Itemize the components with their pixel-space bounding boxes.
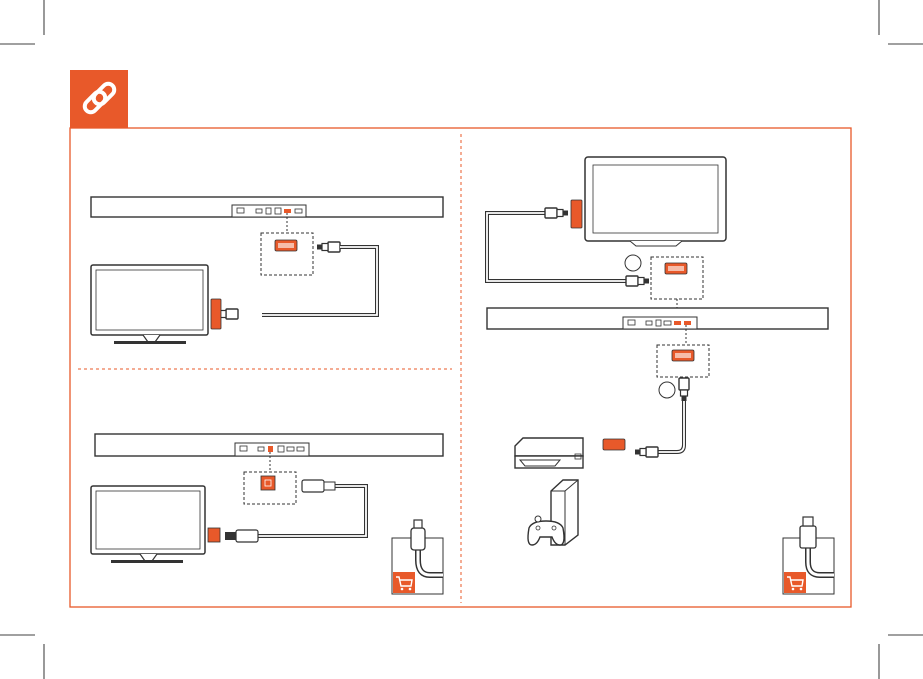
panel-tv-hdmi-arc <box>91 197 443 344</box>
hdmi-in-port-zoom <box>657 345 709 377</box>
hdmi-out-port-zoom <box>651 257 703 299</box>
shopping-cart-icon <box>784 572 806 593</box>
game-console <box>528 480 578 545</box>
tv <box>571 157 726 246</box>
soundbar <box>487 308 828 329</box>
panel-tv-optical <box>91 434 443 594</box>
hdmi-arc-port-zoom <box>261 233 313 275</box>
shopping-cart-icon <box>393 572 415 593</box>
step-marker-2 <box>659 382 675 398</box>
tv <box>91 265 221 344</box>
link-icon <box>70 70 128 128</box>
step-marker-1 <box>625 255 641 271</box>
tv <box>91 486 220 563</box>
soundbar <box>91 197 443 217</box>
hdmi-cable-accessory <box>783 517 834 594</box>
optical-port-zoom <box>244 472 296 504</box>
dvd-player <box>515 438 625 468</box>
panel-hdmi-passthrough <box>487 157 834 594</box>
soundbar <box>95 434 443 456</box>
optical-cable-accessory <box>392 520 443 594</box>
